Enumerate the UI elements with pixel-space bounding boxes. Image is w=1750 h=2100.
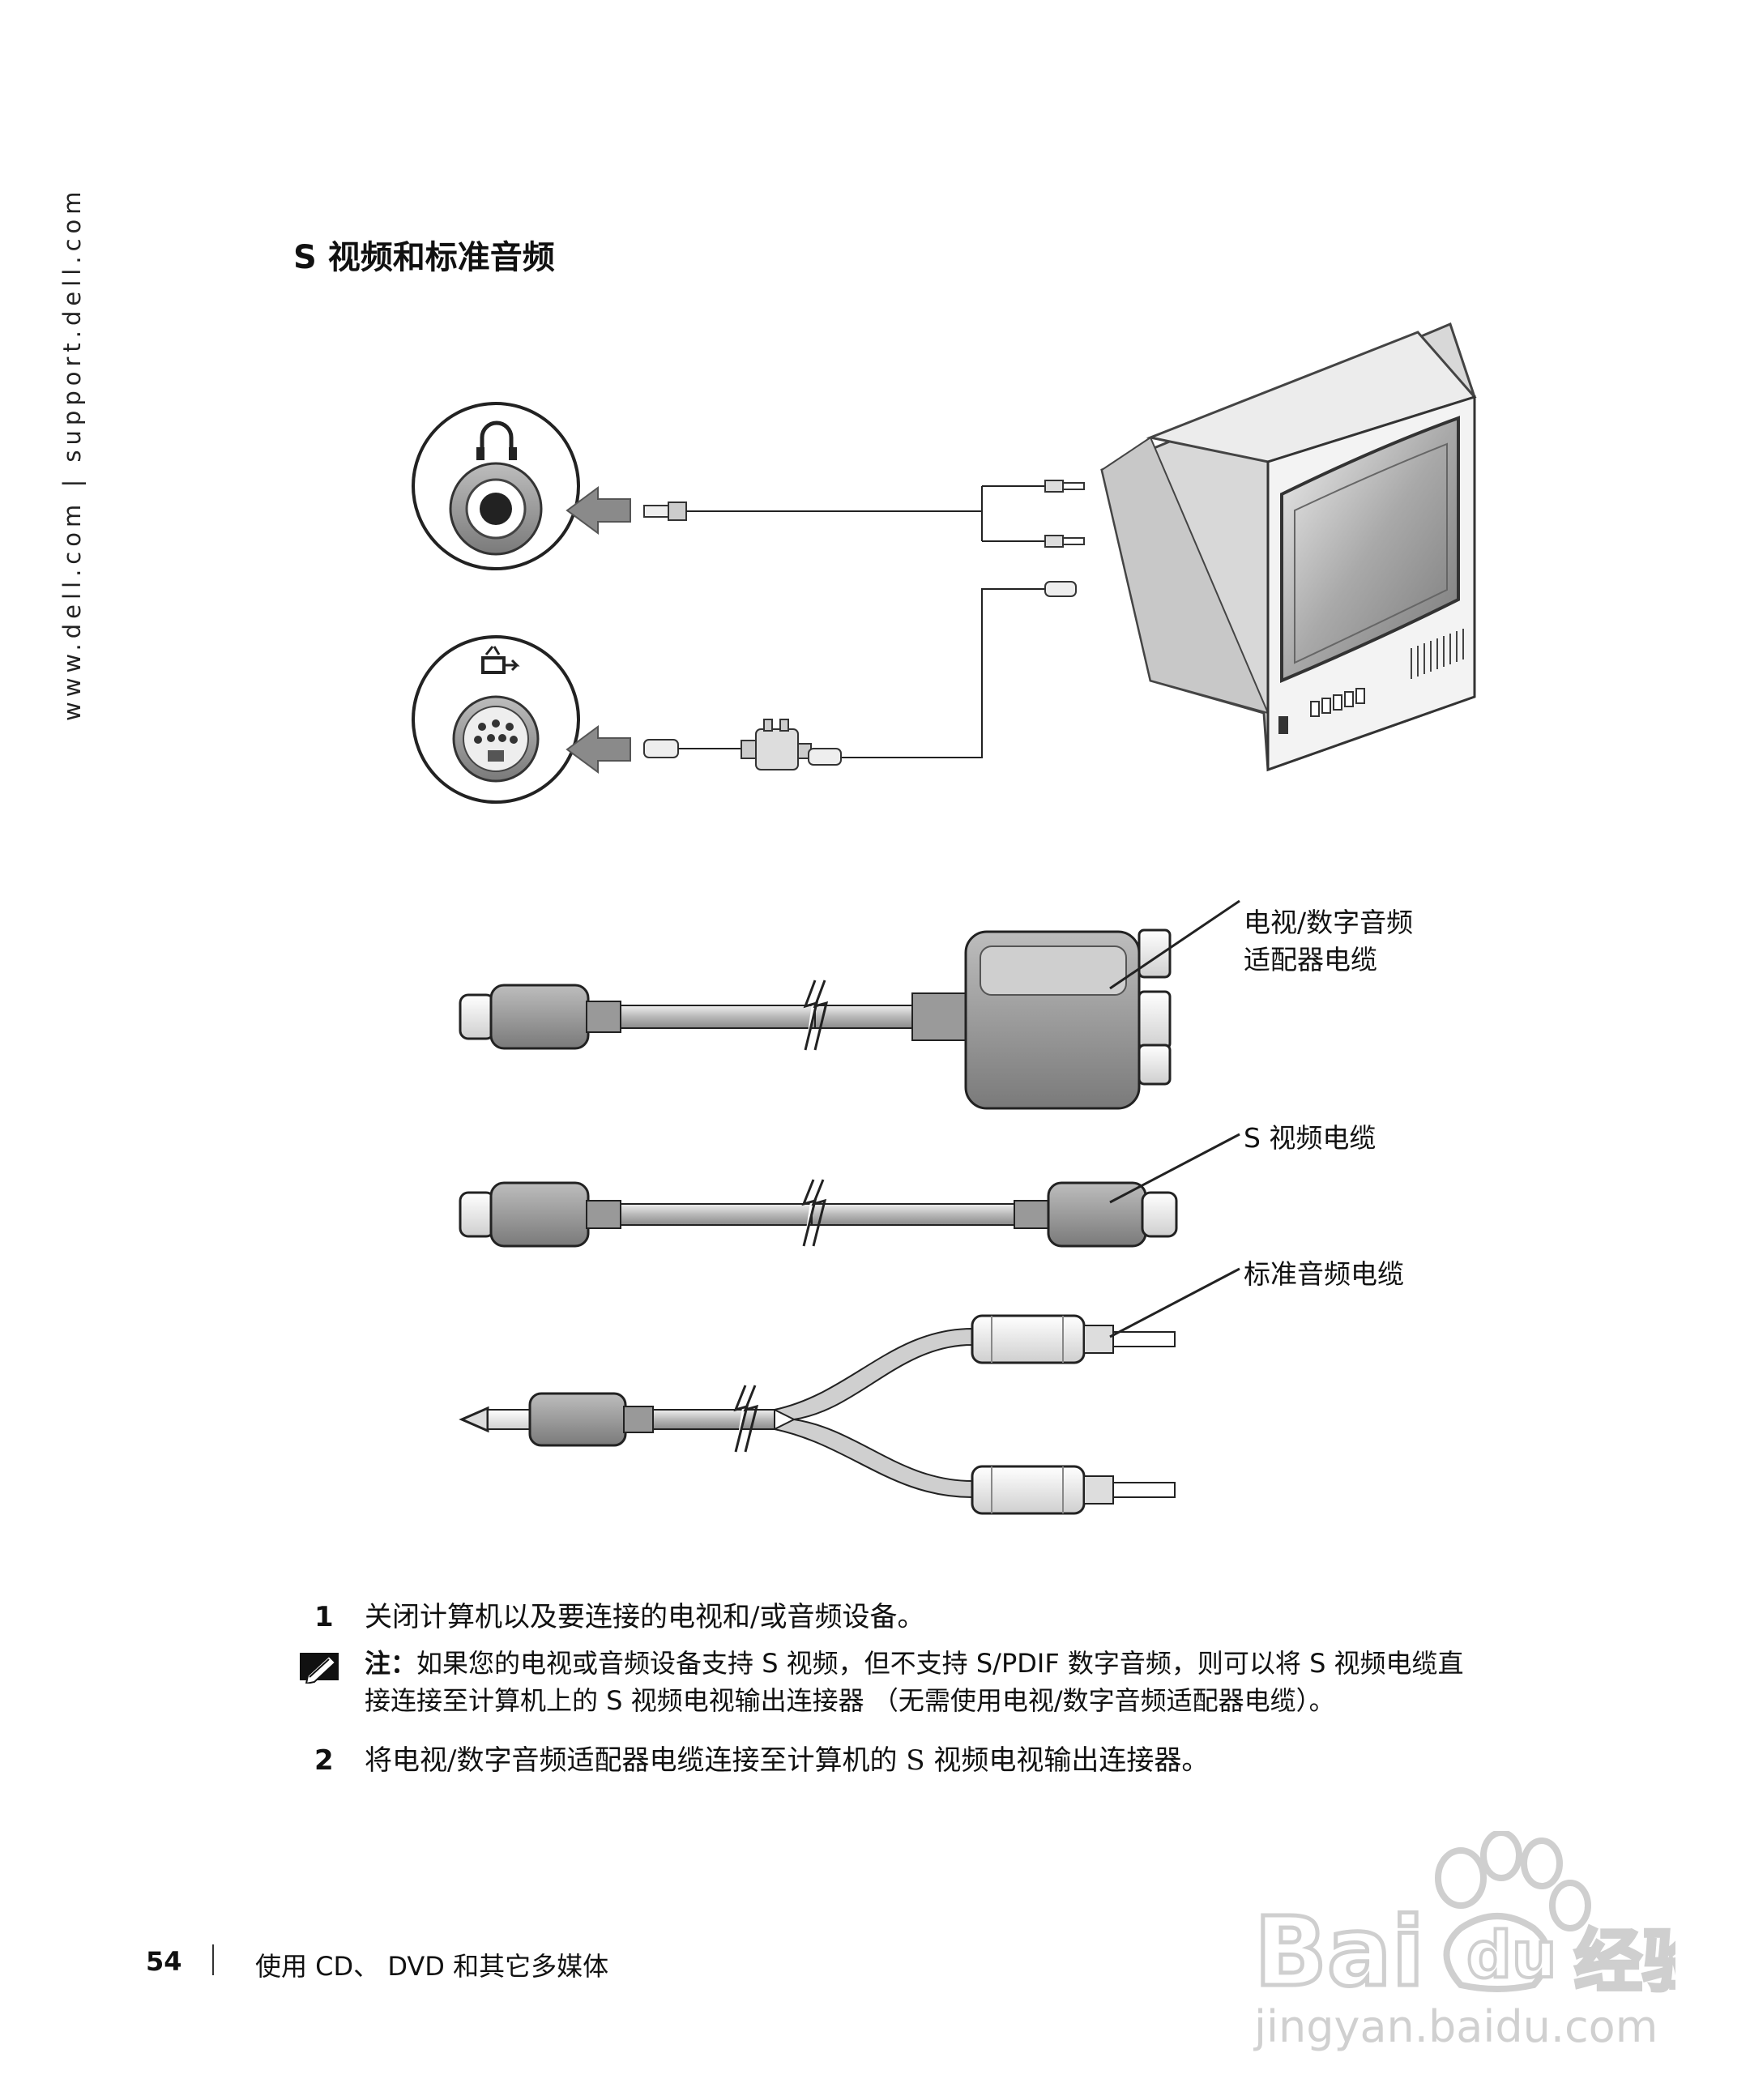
note-label: 注： — [365, 1648, 416, 1679]
svg-text:经验: 经验 — [1574, 1922, 1675, 2001]
svideo-cable-label: S 视频电缆 — [1244, 1120, 1376, 1157]
headphone-port-icon — [413, 403, 578, 569]
footer-divider — [212, 1944, 214, 1975]
pencil-note-icon — [300, 1651, 345, 1684]
svideo-port-icon — [413, 637, 578, 802]
audio-cable-illustration — [462, 1269, 1240, 1513]
baidu-watermark-logo: Bai du 经验 — [1254, 1831, 1675, 2017]
step-number: 1 — [314, 1598, 334, 1636]
watermark-url: jingyan.baidu.com — [1254, 2001, 1658, 2052]
svg-text:Bai: Bai — [1254, 1896, 1424, 2008]
television-icon — [1102, 324, 1475, 770]
step-text: 关闭计算机以及要连接的电视和/或音频设备。 — [365, 1598, 924, 1636]
step-number: 2 — [314, 1742, 334, 1779]
audio-cable-label: 标准音频电缆 — [1244, 1256, 1404, 1293]
adapter-cable-illustration — [460, 901, 1240, 1108]
note-text-line1: 如果您的电视或音频设备支持 S 视频，但不支持 S/PDIF 数字音频，则可以将… — [416, 1648, 1464, 1679]
step-text: 将电视/数字音频适配器电缆连接至计算机的 S 视频电视输出连接器。 — [365, 1742, 1209, 1779]
svideo-cable-illustration — [460, 1134, 1240, 1246]
svideo-adapter-icon — [644, 719, 841, 770]
adapter-cable-label: 电视/数字音频 适配器电缆 — [1244, 904, 1413, 979]
svg-text:du: du — [1466, 1919, 1556, 1992]
chapter-title: 使用 CD、 DVD 和其它多媒体 — [255, 1946, 608, 1983]
connection-diagram — [0, 0, 1750, 1620]
adapter-cable-label-line2: 适配器电缆 — [1244, 941, 1413, 979]
audio-plug-icon — [644, 502, 982, 520]
page-number: 54 — [146, 1946, 182, 1977]
note-text-line2: 接连接至计算机上的 S 视频电视输出连接器 （无需使用电视/数字音频适配器电缆）… — [365, 1685, 1335, 1716]
adapter-cable-label-line1: 电视/数字音频 — [1244, 904, 1413, 941]
